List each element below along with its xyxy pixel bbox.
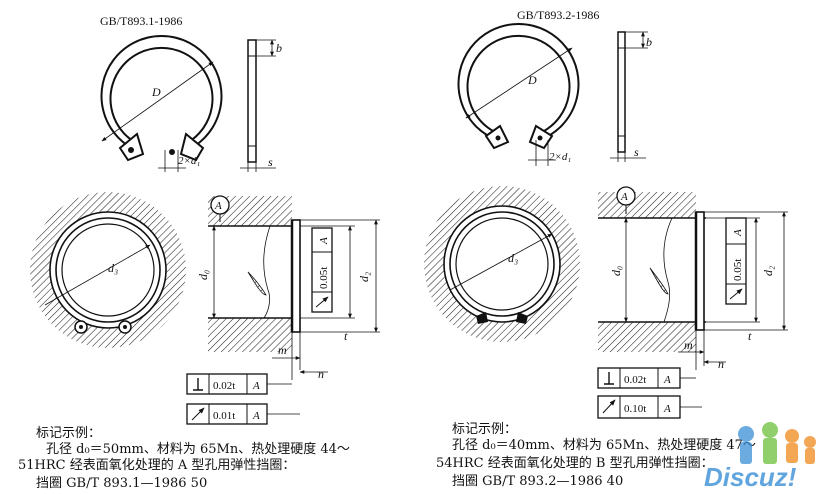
tolerance-frames-right: A 0.05t 0.02t A 0.10t A <box>597 217 747 419</box>
example-heading-right: 标记示例： <box>452 422 518 437</box>
label-D-left: D <box>151 85 161 99</box>
label-m-left: m <box>278 343 287 357</box>
label-s-left: s <box>268 155 273 169</box>
side-frame-val-right: 0.05t <box>732 259 744 281</box>
example-line2-left: 51HRC 经表面氧化处理的 A 型孔用弹性挡圈： <box>18 458 296 473</box>
label-d2-right: d₂ <box>761 266 775 276</box>
ring-side-view-right: b s <box>610 31 652 162</box>
label-hole-right: 2×d₁ <box>549 151 571 163</box>
tolerance-frames-left: A 0.05t 0.02t A 0.01t A <box>186 227 333 425</box>
hole-side-section-left: d₀ d₂ t m n A <box>196 195 380 381</box>
datum-A-left: A <box>214 200 222 212</box>
ring-top-view-left: D 2×d₁ <box>100 34 223 172</box>
perp-frame-val-left: 0.02t <box>213 380 235 392</box>
run-frame-val-right: 0.10t <box>624 403 646 415</box>
perp-frame-val-right: 0.02t <box>624 374 646 386</box>
perp-frame-ref-right: A <box>663 374 671 386</box>
people-icon <box>738 422 816 464</box>
side-frame-val-left: 0.05t <box>318 267 330 289</box>
run-frame-ref-left: A <box>252 410 260 422</box>
example-line3-left: 挡圈 GB/T 893.1—1986 50 <box>36 476 208 491</box>
label-D-right: D <box>527 73 537 87</box>
perp-frame-ref-left: A <box>252 380 260 392</box>
side-frame-ref-right: A <box>732 229 744 237</box>
label-n-left: n <box>318 367 324 381</box>
figure-left: GB/T893.1-1986 D 2×d₁ b <box>30 14 380 425</box>
label-d2-left: d₂ <box>357 272 371 282</box>
datum-A-right: A <box>620 191 628 203</box>
run-frame-val-left: 0.01t <box>213 410 235 422</box>
label-d0-left: d₀ <box>196 270 210 280</box>
label-b-right: b <box>646 35 652 49</box>
example-line2-right: 54HRC 经表面氧化处理的 B 型孔用弹性挡圈： <box>436 456 714 471</box>
label-s-right: s <box>634 145 639 159</box>
run-frame-ref-right: A <box>663 403 671 415</box>
label-hole-left: 2×d₁ <box>178 155 200 167</box>
discuz-watermark-logo: Discuz! <box>704 422 816 492</box>
label-d0-right: d₀ <box>609 266 623 276</box>
label-d3-left: d₃ <box>108 261 118 275</box>
hole-front-view-right: d₃ <box>424 186 580 342</box>
label-b-left: b <box>276 41 282 55</box>
label-t-right: t <box>748 329 752 343</box>
watermark-text: Discuz! <box>704 462 797 492</box>
standard-title-left: GB/T893.1-1986 <box>100 14 182 28</box>
hole-front-view-left: d₃ <box>30 192 186 348</box>
example-line1-right: 孔径 d₀＝40mm、材料为 65Mn、热处理硬度 47～ <box>452 438 756 453</box>
figure-right: GB/T893.2-1986 D 2×d₁ b s <box>424 8 788 419</box>
label-t-left: t <box>344 329 348 343</box>
label-n-right: n <box>718 357 724 371</box>
example-heading-left: 标记示例： <box>36 426 102 441</box>
ring-top-view-right: D 2×d₁ <box>457 22 580 166</box>
label-d3-right: d₃ <box>508 251 518 265</box>
hole-side-section-right: d₀ d₂ t m n A <box>598 186 788 371</box>
ring-side-view-left: b s <box>240 39 282 172</box>
standard-title-right: GB/T893.2-1986 <box>517 8 599 22</box>
example-line3-right: 挡圈 GB/T 893.2—1986 40 <box>452 474 624 489</box>
side-frame-ref-left: A <box>318 237 330 245</box>
example-line1-left: 孔径 d₀＝50mm、材料为 65Mn、热处理硬度 44～ <box>46 442 350 457</box>
label-m-right: m <box>684 338 693 352</box>
